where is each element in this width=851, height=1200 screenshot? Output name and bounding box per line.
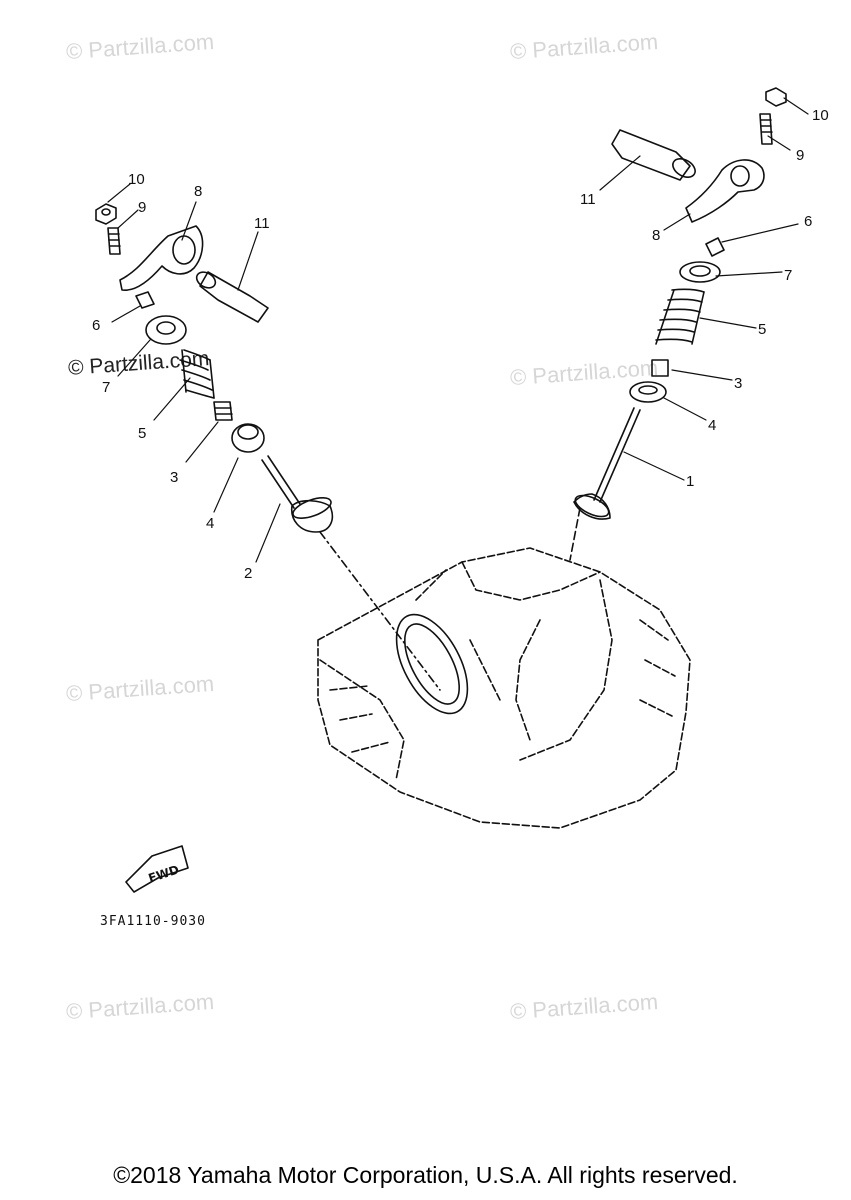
part-code: 3FA1110-9030 xyxy=(100,914,206,929)
callout-left-4: 4 xyxy=(206,515,214,532)
left-valve-train xyxy=(95,203,334,533)
callout-right-7: 7 xyxy=(784,267,792,284)
callout-right-8: 8 xyxy=(652,227,660,244)
right-valve-train xyxy=(573,87,787,520)
callout-right-4: 4 xyxy=(708,417,716,434)
cylinder-head xyxy=(317,547,691,829)
callout-left-2: 2 xyxy=(244,565,252,582)
callout-left-8: 8 xyxy=(194,183,202,200)
callout-left-6: 6 xyxy=(92,317,100,334)
callout-left-9: 9 xyxy=(138,199,146,216)
callout-left-10: 10 xyxy=(128,171,145,188)
callout-right-11: 11 xyxy=(580,191,596,208)
callout-right-3: 3 xyxy=(734,375,742,392)
callout-left-3: 3 xyxy=(170,469,178,486)
callout-right-6: 6 xyxy=(804,213,812,230)
copyright-notice: ©2018 Yamaha Motor Corporation, U.S.A. A… xyxy=(113,1162,738,1188)
callout-left-7: 7 xyxy=(102,379,110,396)
fwd-arrow-icon xyxy=(125,845,189,893)
right-callouts: 10 9 11 8 6 7 5 3 4 1 xyxy=(580,107,829,490)
callout-right-5: 5 xyxy=(758,321,766,338)
callout-left-5: 5 xyxy=(138,425,146,442)
callout-left-11: 11 xyxy=(254,215,270,232)
callout-right-1: 1 xyxy=(686,473,694,490)
callout-right-9: 9 xyxy=(796,147,804,164)
callout-right-10: 10 xyxy=(812,107,829,124)
valve-seat-ring xyxy=(395,613,469,715)
left-callouts: 10 9 8 11 6 7 5 3 4 2 xyxy=(92,171,270,582)
